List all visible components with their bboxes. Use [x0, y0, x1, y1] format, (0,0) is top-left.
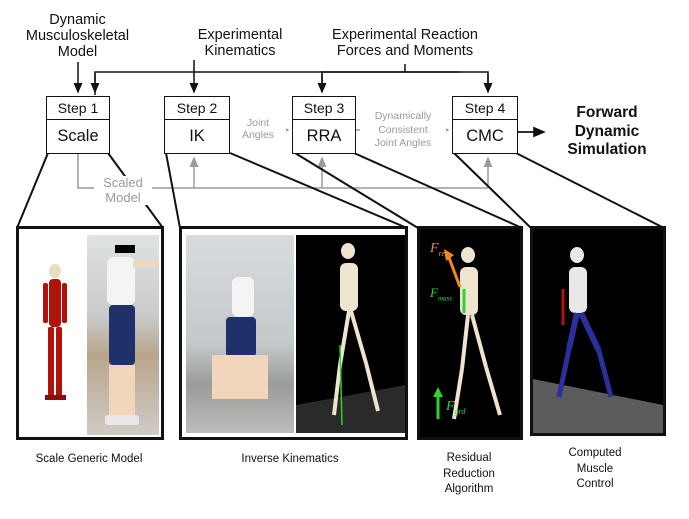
scale-panel [16, 226, 164, 440]
flow-consistent-angles: Dynamically Consistent Joint Angles [360, 110, 446, 151]
rra-panel: Fres Fmass Fgrd [417, 226, 523, 440]
step-name: IK [189, 127, 205, 145]
ik-skeleton-figure [296, 243, 405, 433]
residual-force-label: Fres [430, 241, 449, 258]
subject-lower-legs [212, 355, 268, 399]
subject-shoes [105, 415, 139, 425]
subject-legs [226, 317, 256, 357]
subject-photo-scale [87, 235, 159, 435]
ik-panel [179, 226, 408, 440]
output-forward-dynamic-simulation: Forward Dynamic Simulation [567, 104, 647, 159]
flow-joint-angles: Joint Angles [230, 117, 286, 142]
input-experimental-kinematics: Experimental Kinematics [197, 27, 283, 60]
step-label: Step 2 [165, 97, 229, 120]
mass-force-label: Fmass [430, 285, 452, 303]
cmc-skeleton-figure [533, 247, 663, 433]
caption-scale: Scale Generic Model [35, 453, 143, 465]
cmc-panel [530, 226, 666, 436]
input-musculoskeletal-model: Dynamic Musculoskeletal Model [25, 12, 130, 61]
flow-scaled-model: Scaled Model [94, 175, 152, 206]
step-label: Step 1 [47, 97, 109, 120]
ground-force-label: Fgrd [446, 399, 466, 416]
step-name: Scale [57, 127, 99, 145]
subject-photo-walking [186, 235, 294, 433]
step-label: Step 3 [293, 97, 355, 120]
subject-legs [109, 305, 135, 365]
step-3-box: Step 3 RRA [292, 96, 356, 154]
step-name: CMC [466, 127, 504, 145]
subject-arm [133, 261, 157, 267]
face-mask [115, 245, 135, 253]
ik-skeleton-view [296, 235, 405, 433]
caption-rra: Residual Reduction Algorithm [443, 452, 495, 496]
caption-cmc: Computed Muscle Control [568, 447, 622, 491]
step-1-box: Step 1 Scale [46, 96, 110, 154]
subject-lower-legs [109, 365, 135, 415]
input-reaction-forces: Experimental Reaction Forces and Moments [332, 27, 478, 60]
subject-torso [107, 257, 135, 305]
step-4-box: Step 4 CMC [452, 96, 518, 154]
caption-ik: Inverse Kinematics [241, 453, 339, 465]
rra-skeleton-figure [433, 247, 502, 420]
step-2-box: Step 2 IK [164, 96, 230, 154]
step-label: Step 4 [453, 97, 517, 120]
subject-torso [232, 277, 254, 317]
scaled-skeleton-figure [43, 264, 67, 400]
step-name: RRA [306, 127, 342, 145]
